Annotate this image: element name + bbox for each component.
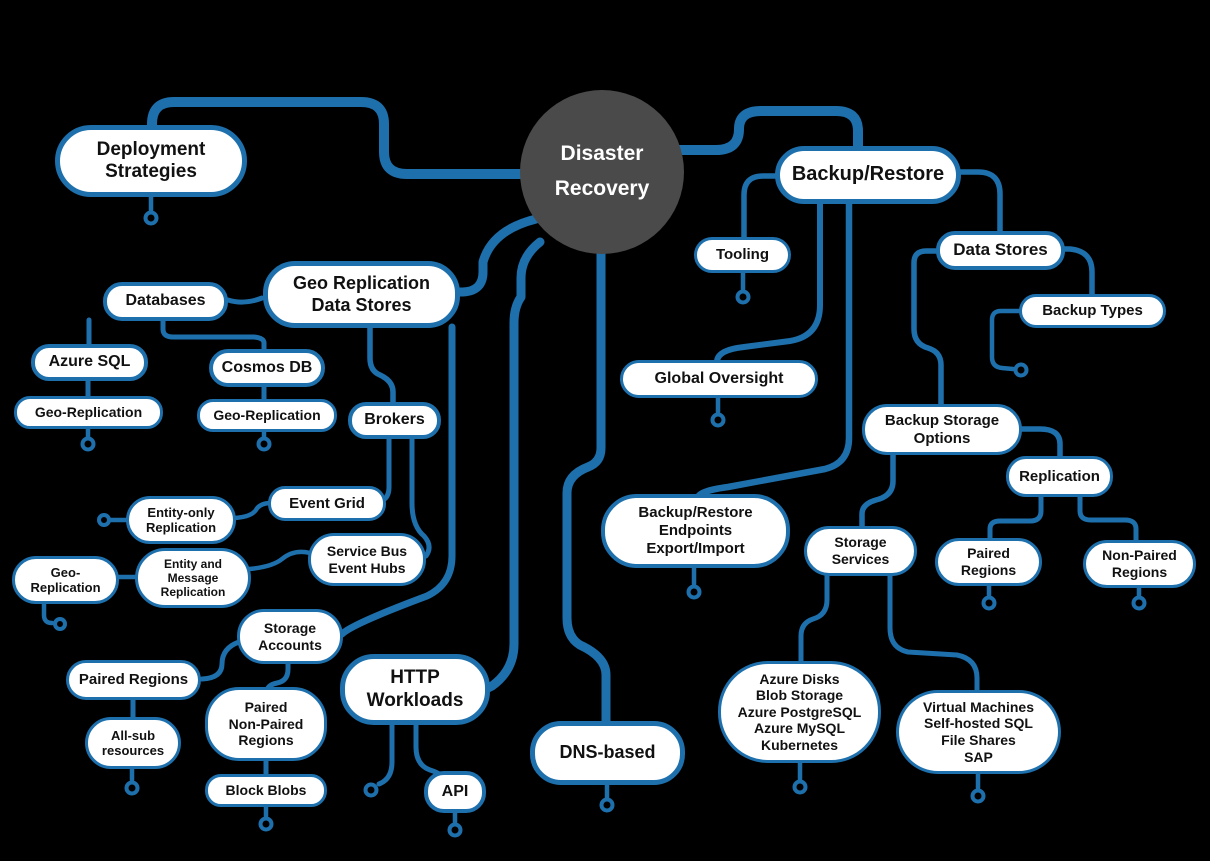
endpoint-dot	[710, 412, 726, 428]
edge-brokers-service-bus	[409, 435, 432, 559]
node-backup-storage-options[interactable]: Backup Storage Options	[862, 404, 1022, 455]
node-azure-disks-group[interactable]: Azure Disks Blob Storage Azure PostgreSQ…	[718, 661, 881, 763]
node-all-sub-resources[interactable]: All-sub resources	[85, 717, 181, 769]
node-non-paired-regions[interactable]: Non-Paired Regions	[1083, 540, 1196, 588]
endpoint-dot	[686, 584, 702, 600]
node-disaster-recovery[interactable]: Disaster Recovery	[520, 90, 684, 254]
edge-storage-accounts-paired-regions	[199, 639, 242, 682]
endpoint-dot	[256, 436, 272, 452]
node-geo-replication-cosmos[interactable]: Geo-Replication	[197, 399, 337, 432]
node-storage-services[interactable]: Storage Services	[804, 526, 917, 576]
endpoint-dot	[363, 782, 379, 798]
node-backup-types[interactable]: Backup Types	[1019, 294, 1166, 328]
node-paired-regions-left[interactable]: Paired Regions	[66, 660, 201, 700]
edge-disaster-deployment	[147, 97, 533, 179]
node-paired-non-paired-regions[interactable]: Paired Non-Paired Regions	[205, 687, 327, 761]
node-entity-only-replication[interactable]: Entity-only Replication	[126, 496, 236, 544]
edge-geo-databases	[225, 295, 265, 305]
node-http-workloads[interactable]: HTTP Workloads	[340, 654, 490, 725]
endpoint-dot	[735, 289, 751, 305]
node-geo-replication-data-stores[interactable]: Geo Replication Data Stores	[263, 261, 460, 328]
endpoint-dot	[258, 816, 274, 832]
edge-geo-msg-stub	[41, 599, 55, 626]
node-service-bus-event-hubs[interactable]: Service Bus Event Hubs	[308, 533, 426, 586]
node-azure-sql[interactable]: Azure SQL	[31, 344, 148, 381]
edge-backup-restore-global-oversight	[714, 200, 823, 365]
edge-disaster-backup-restore	[673, 106, 863, 155]
node-dns-based[interactable]: DNS-based	[530, 721, 685, 785]
endpoint-dot	[1131, 595, 1147, 611]
endpoint-dot	[792, 779, 808, 795]
edge-backup-restore-tooling	[741, 173, 780, 242]
node-global-oversight[interactable]: Global Oversight	[620, 360, 818, 398]
node-api[interactable]: API	[424, 771, 486, 813]
edge-backup-restore-data-stores	[956, 169, 1003, 236]
edge-databases-cosmos-db	[160, 317, 267, 354]
node-paired-regions-right[interactable]: Paired Regions	[935, 538, 1042, 586]
edge-data-stores-backup-types	[1060, 246, 1095, 299]
node-entity-message-replication[interactable]: Entity and Message Replication	[135, 548, 251, 608]
endpoint-dot	[97, 513, 111, 527]
edge-disaster-dns-based	[562, 248, 611, 729]
edge-backup-storage-replication	[1017, 426, 1063, 461]
endpoint-dot	[53, 617, 67, 631]
endpoint-dot	[143, 210, 159, 226]
node-block-blobs[interactable]: Block Blobs	[205, 774, 327, 807]
node-geo-replication-msg[interactable]: Geo- Replication	[12, 556, 119, 604]
node-data-stores[interactable]: Data Stores	[936, 231, 1065, 270]
node-deployment-strategies[interactable]: Deployment Strategies	[55, 125, 247, 197]
node-backup-restore[interactable]: Backup/Restore	[775, 146, 961, 204]
endpoint-dot	[447, 822, 463, 838]
node-backup-restore-endpoints[interactable]: Backup/Restore Endpoints Export/Import	[601, 494, 790, 568]
node-geo-replication-sql[interactable]: Geo-Replication	[14, 396, 163, 429]
edge-entity-message-service-bus	[246, 549, 313, 572]
node-event-grid[interactable]: Event Grid	[268, 486, 386, 521]
edge-http-left-stub	[376, 721, 395, 787]
endpoint-dot	[1013, 362, 1029, 378]
node-databases[interactable]: Databases	[103, 282, 228, 321]
edge-disaster-http-workloads	[483, 237, 545, 693]
endpoint-dot	[599, 797, 615, 813]
node-virtual-machines-group[interactable]: Virtual Machines Self-hosted SQL File Sh…	[896, 690, 1061, 774]
edge-replication-non-paired	[1077, 492, 1139, 545]
edge-backup-types-stub	[989, 308, 1024, 372]
endpoint-dot	[970, 788, 986, 804]
node-tooling[interactable]: Tooling	[694, 237, 791, 273]
edge-backup-restore-endpoints	[694, 199, 853, 502]
endpoint-dot	[981, 595, 997, 611]
edge-backup-storage-storage-services	[859, 450, 896, 531]
node-cosmos-db[interactable]: Cosmos DB	[209, 349, 325, 387]
edge-entity-only-event-grid	[231, 500, 272, 521]
node-brokers[interactable]: Brokers	[348, 402, 441, 439]
edge-replication-paired-right	[987, 492, 1044, 543]
edge-geo-brokers	[367, 324, 396, 407]
edge-geo-storage-accounts	[338, 323, 456, 638]
node-storage-accounts[interactable]: Storage Accounts	[237, 609, 343, 664]
node-replication[interactable]: Replication	[1006, 456, 1113, 497]
endpoint-dot	[80, 436, 96, 452]
edge-storage-services-azure-disks	[798, 571, 830, 666]
edge-data-stores-backup-storage	[911, 248, 944, 409]
edge-disaster-geo-replication	[451, 214, 541, 297]
endpoint-dot	[124, 780, 140, 796]
edge-storage-services-vm	[887, 571, 980, 696]
